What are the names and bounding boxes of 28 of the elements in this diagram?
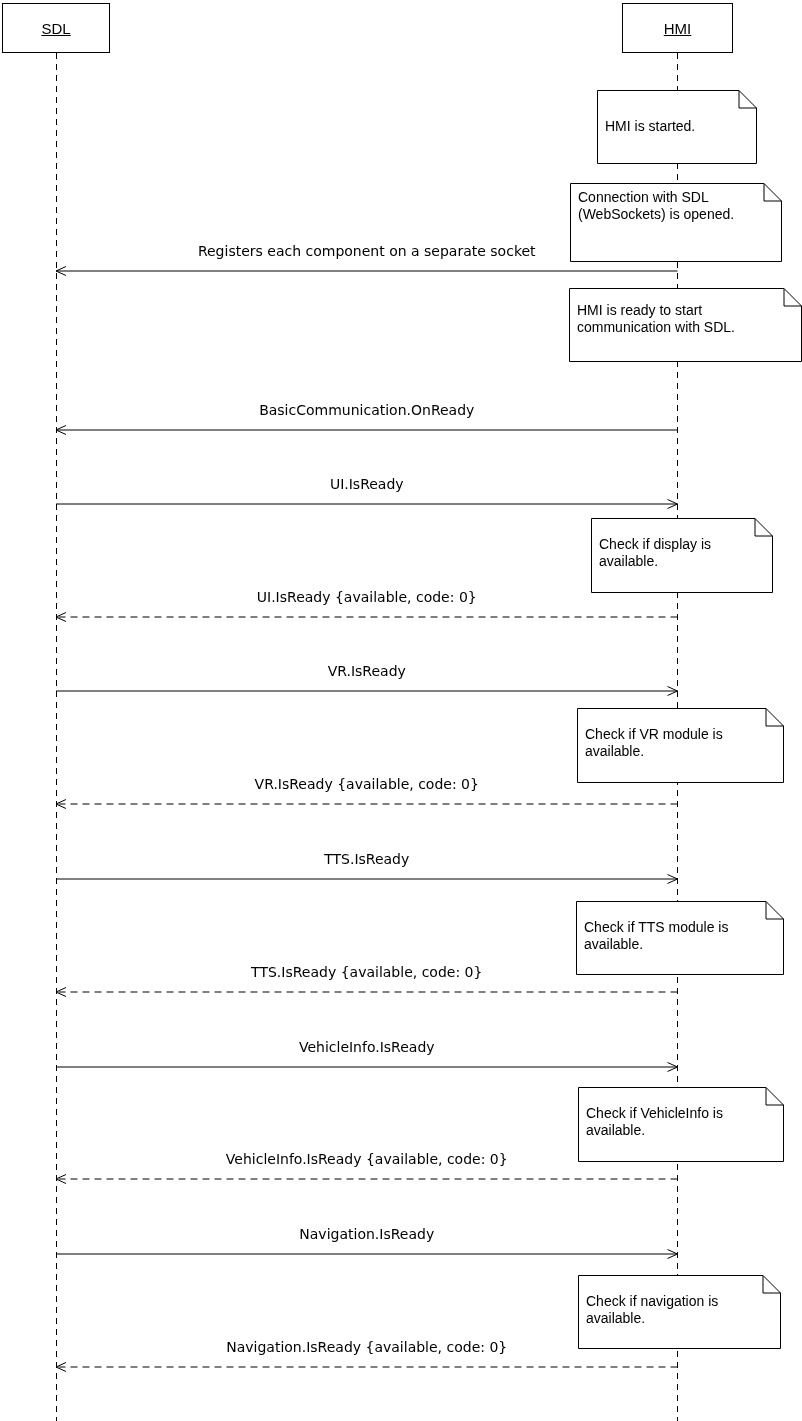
message-arrow [55,425,678,435]
message-arrow [55,1174,678,1184]
note-text: Check if VehicleInfo is available. [586,1105,724,1139]
message-label: VR.IsReady [325,663,408,679]
message-arrow [55,686,678,696]
message-label: Navigation.IsReady [297,1226,437,1242]
note-text: Check if navigation is available. [586,1293,720,1327]
message-arrow [55,987,678,997]
message-arrow [55,874,678,884]
message-arrow [55,799,678,809]
message-arrow [55,499,678,509]
message-label: VR.IsReady {available, code: 0} [252,776,481,792]
message-label: TTS.IsReady [322,851,412,867]
participant-name: SDL [41,19,71,37]
participant-name: HMI [663,19,692,37]
note-text: Check if VR module is available. [585,726,724,760]
note-text: Connection with SDL (WebSockets) is opened. [578,189,736,223]
note-text: HMI is ready to start communication with SDL. [577,302,736,336]
note-text: Check if TTS module is available. [584,919,730,953]
message-arrow [55,266,678,276]
note-text: Check if display is available. [599,536,713,570]
message-arrow [55,1249,678,1259]
message-arrow [55,612,678,622]
message-label: BasicCommunication.OnReady [257,402,477,418]
message-label: VehicleInfo.IsReady [296,1039,437,1055]
note-text: HMI is started. [605,118,697,135]
message-arrow [55,1362,678,1372]
message-arrow [55,1062,678,1072]
